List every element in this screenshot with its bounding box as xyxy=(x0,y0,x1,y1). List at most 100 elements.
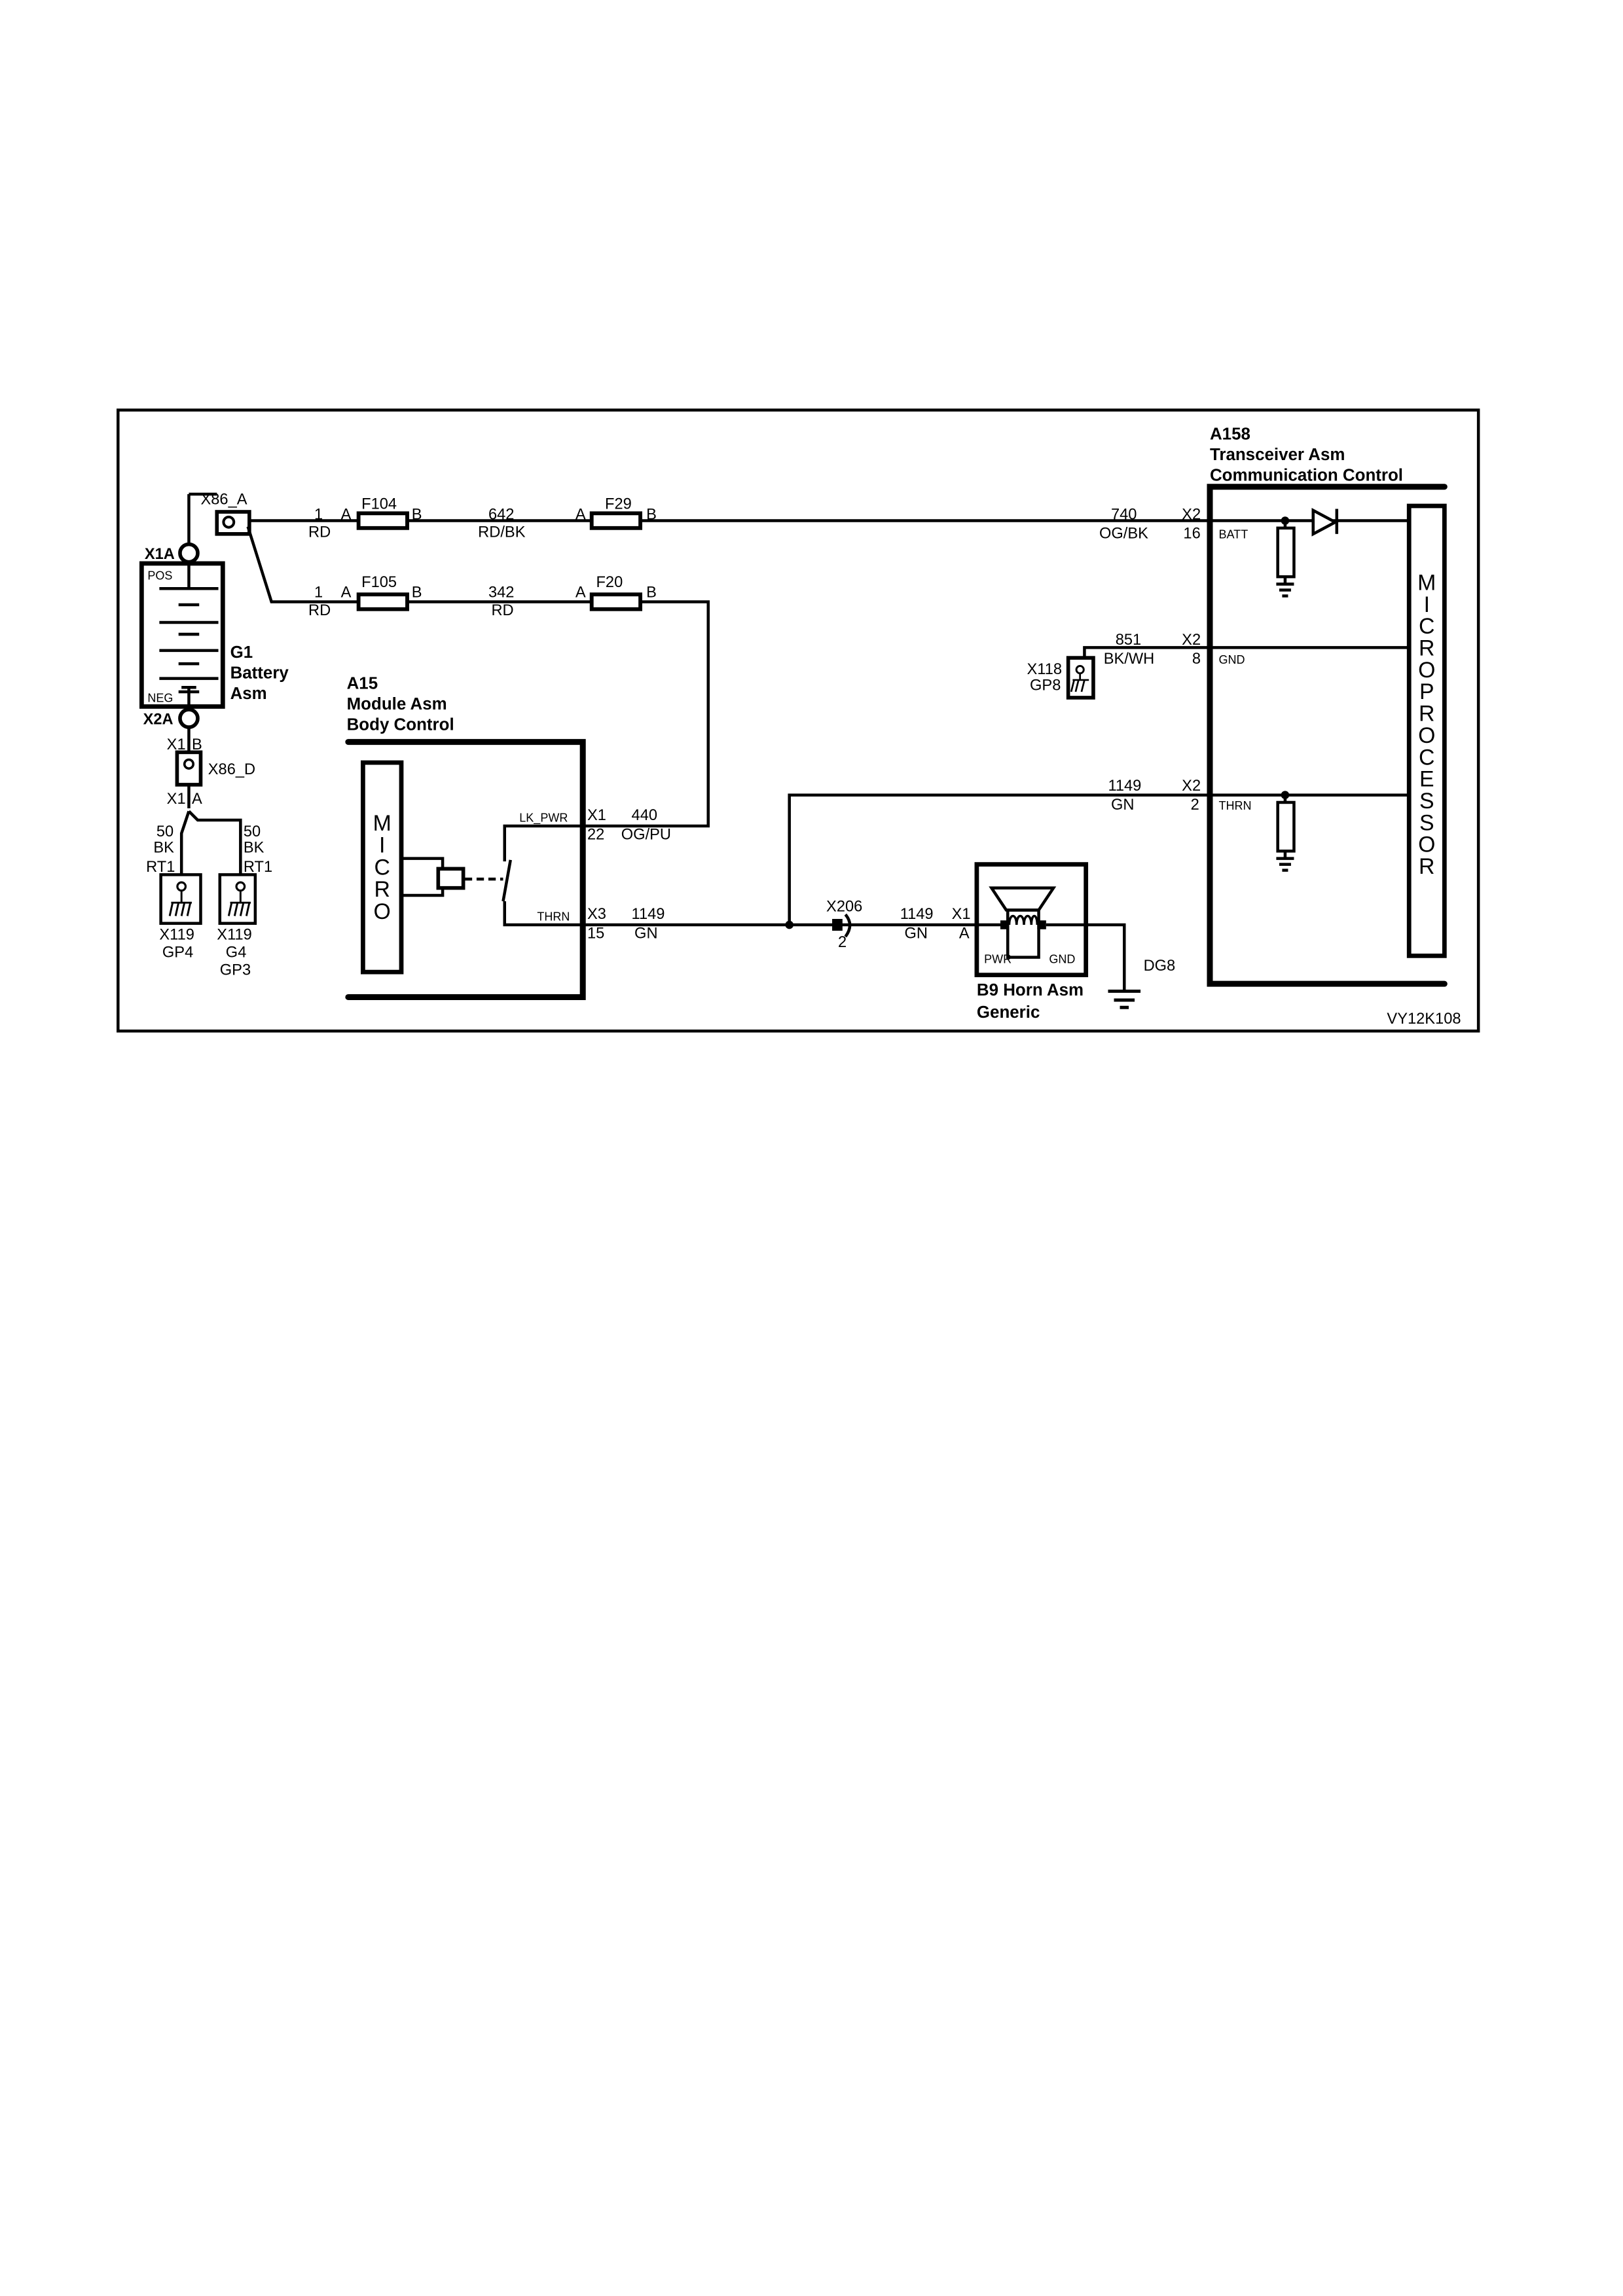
chassis-ground-icon xyxy=(227,891,251,916)
wire-circuit: 50 xyxy=(156,823,173,840)
chassis-ground-icon xyxy=(168,891,192,916)
component-name: Generic xyxy=(977,1003,1040,1022)
wire-circuit: 851 xyxy=(1116,632,1141,649)
connector: X1 xyxy=(167,791,186,808)
pin-name: THRN xyxy=(537,910,570,923)
micro-letter: E xyxy=(1419,767,1434,792)
wire-color: GN xyxy=(634,925,657,942)
connector-x206 xyxy=(832,919,843,931)
component-name: Communication Control xyxy=(1210,467,1403,485)
micro-letter: O xyxy=(1418,658,1435,683)
connector: X2 xyxy=(1182,632,1201,649)
fuse-pin: A xyxy=(575,584,586,601)
wire-circuit: 1149 xyxy=(1108,778,1141,795)
fuse-pin: B xyxy=(412,506,422,523)
fuse-f20 xyxy=(589,592,643,611)
ground-label: DG8 xyxy=(1144,958,1176,975)
wire-color: OG/BK xyxy=(1099,526,1148,543)
connector: X2 xyxy=(1182,506,1201,523)
ground-stud-x86d: X1 B X86_D X1 A 50 BK RT1 50 BK RT1 X119… xyxy=(146,727,272,979)
component-name: B9 Horn Asm xyxy=(977,981,1084,999)
term-label: X1A xyxy=(145,546,175,563)
fuse-pin: B xyxy=(646,584,657,601)
coil-icon xyxy=(1008,914,1039,925)
wire-circuit: 1149 xyxy=(900,906,934,923)
micro-letter: R xyxy=(1419,854,1434,879)
ground-location: G4 xyxy=(226,944,247,961)
module-a158: A158 Transceiver Asm Communication Contr… xyxy=(1207,425,1448,987)
resistor xyxy=(1276,800,1296,853)
pin-name: PWR xyxy=(984,953,1012,966)
wire-circuit: 440 xyxy=(632,807,657,824)
wire-color: BK xyxy=(153,840,174,857)
wire-circuit: 342 xyxy=(488,584,514,601)
fuse-pin: A xyxy=(341,506,352,523)
chassis-ground-icon xyxy=(1070,672,1089,692)
gnd-circuit: X118 GP8 851 BK/WH X2 8 GND xyxy=(1027,632,1410,700)
ground-location: GP3 xyxy=(220,962,251,979)
wire-color: GN xyxy=(904,925,927,942)
pin: 2 xyxy=(838,934,847,951)
fuse-pin: A xyxy=(575,506,586,523)
fuse-pin: B xyxy=(412,584,422,601)
micro-letter: P xyxy=(1419,679,1434,704)
ground-icon xyxy=(1108,989,1141,1009)
micro-letter: C xyxy=(1419,745,1434,770)
wire-circuit: 642 xyxy=(488,506,514,523)
connector: X1 xyxy=(587,807,606,824)
micro-letter: I xyxy=(1424,592,1430,617)
wire-circuit: 1 xyxy=(314,584,323,601)
micro-letter: O xyxy=(374,899,391,924)
wire-color: RD/BK xyxy=(478,524,526,541)
relay-coil xyxy=(436,867,465,890)
ground-connector: X119 xyxy=(159,927,194,944)
pin: 22 xyxy=(587,826,604,843)
pin-name: BATT xyxy=(1219,528,1249,541)
component-name: Battery xyxy=(230,664,289,683)
wire-color: RD xyxy=(308,602,331,619)
term-label: X2A xyxy=(143,711,173,728)
pin-name: GND xyxy=(1219,653,1245,666)
wire-color: BK xyxy=(244,840,264,857)
pin: 8 xyxy=(1192,651,1201,668)
wire-circuit: 50 xyxy=(244,823,261,840)
micro-letter: R xyxy=(1419,636,1434,661)
diagram-frame xyxy=(117,408,1480,1033)
diode-icon xyxy=(1311,507,1339,537)
upper-circuit: 1 RD A B F104 642 RD/BK A B F29 740 OG/B… xyxy=(249,496,1410,543)
relay-switch xyxy=(501,859,512,902)
fuse-pin: B xyxy=(646,506,657,523)
micro-letter: C xyxy=(374,855,390,880)
connector: X1 xyxy=(167,736,186,753)
ground-stud-x86a: X86_A xyxy=(200,492,251,536)
fuse-f104 xyxy=(356,511,409,530)
micro-letter: R xyxy=(374,877,390,902)
wire-circuit: 740 xyxy=(1111,506,1137,523)
component-ref: A15 xyxy=(347,674,378,692)
wire-circuit: 1149 xyxy=(632,906,665,923)
fuse-name: F20 xyxy=(596,574,623,591)
microprocessor-block xyxy=(1406,503,1447,958)
connector: X206 xyxy=(826,899,862,916)
micro-letter: M xyxy=(373,811,392,836)
pin: A xyxy=(959,925,970,942)
micro-block xyxy=(361,760,404,975)
wire-color: GN xyxy=(1111,797,1134,814)
lower-circuit: 1 RD A B F105 342 RD A B F20 440 OG/PU X… xyxy=(246,526,710,843)
fuse-pin: A xyxy=(341,584,352,601)
micro-letter: R xyxy=(1419,702,1434,726)
fuse-f105 xyxy=(356,592,409,611)
micro-letter: M xyxy=(1417,570,1436,595)
connector: X1 xyxy=(952,906,971,923)
micro-letter: S xyxy=(1419,810,1434,835)
horn-b9: PWR GND DG8 B9 Horn Asm Generic xyxy=(974,862,1176,1022)
component-name: Module Asm xyxy=(347,695,447,713)
component-ref: A158 xyxy=(1210,425,1250,444)
component-name: Body Control xyxy=(347,716,454,734)
diagram-id: VY12K108 xyxy=(1387,1011,1461,1028)
component-name: Transceiver Asm xyxy=(1210,446,1345,464)
